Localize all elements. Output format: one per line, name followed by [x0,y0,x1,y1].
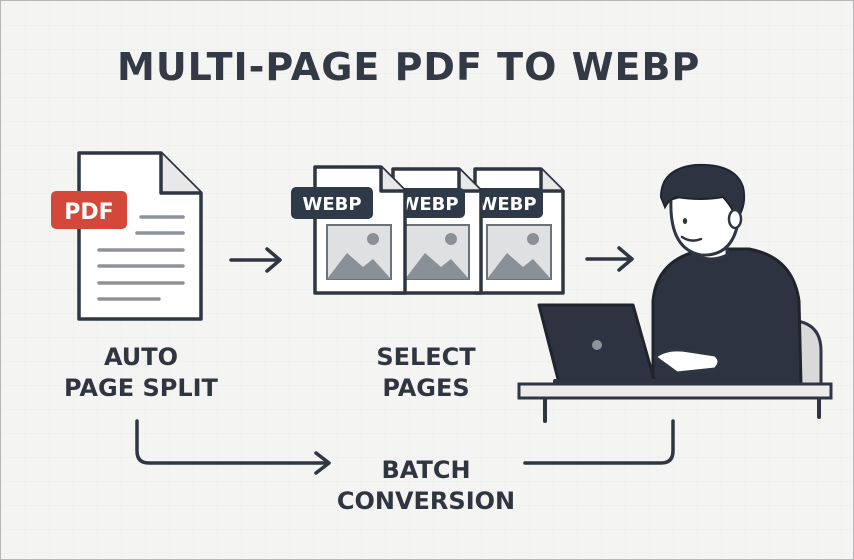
step-label-line: BATCH [381,456,471,484]
step-label-line: PAGE SPLIT [64,374,218,402]
arrow-right-icon [585,246,634,272]
person-at-laptop-icon [517,163,833,423]
step-label-select-pages: SELECT PAGES [326,342,526,404]
step-label-batch-conversion: BATCH CONVERSION [311,455,541,517]
page-title: MULTI-PAGE PDF TO WEBP [117,45,701,89]
pdf-document-icon: PDF [51,151,203,321]
pdf-badge [51,191,127,229]
step-label-line: CONVERSION [336,487,516,515]
step-label-auto-page-split: AUTO PAGE SPLIT [41,342,241,404]
step-label-line: SELECT [376,343,476,371]
batch-flow-connector [135,419,675,475]
svg-text:WEBP: WEBP [399,194,458,215]
webp-image-file-icon: WEBP [471,167,565,295]
webp-image-file-icon: WEBP [291,165,407,295]
step-label-line: AUTO [103,343,179,371]
step-label-line: PAGES [382,374,470,402]
pdf-badge-label: PDF [64,200,113,225]
svg-text:WEBP: WEBP [302,194,361,215]
svg-text:WEBP: WEBP [477,194,536,215]
arrow-right-icon [229,247,282,273]
